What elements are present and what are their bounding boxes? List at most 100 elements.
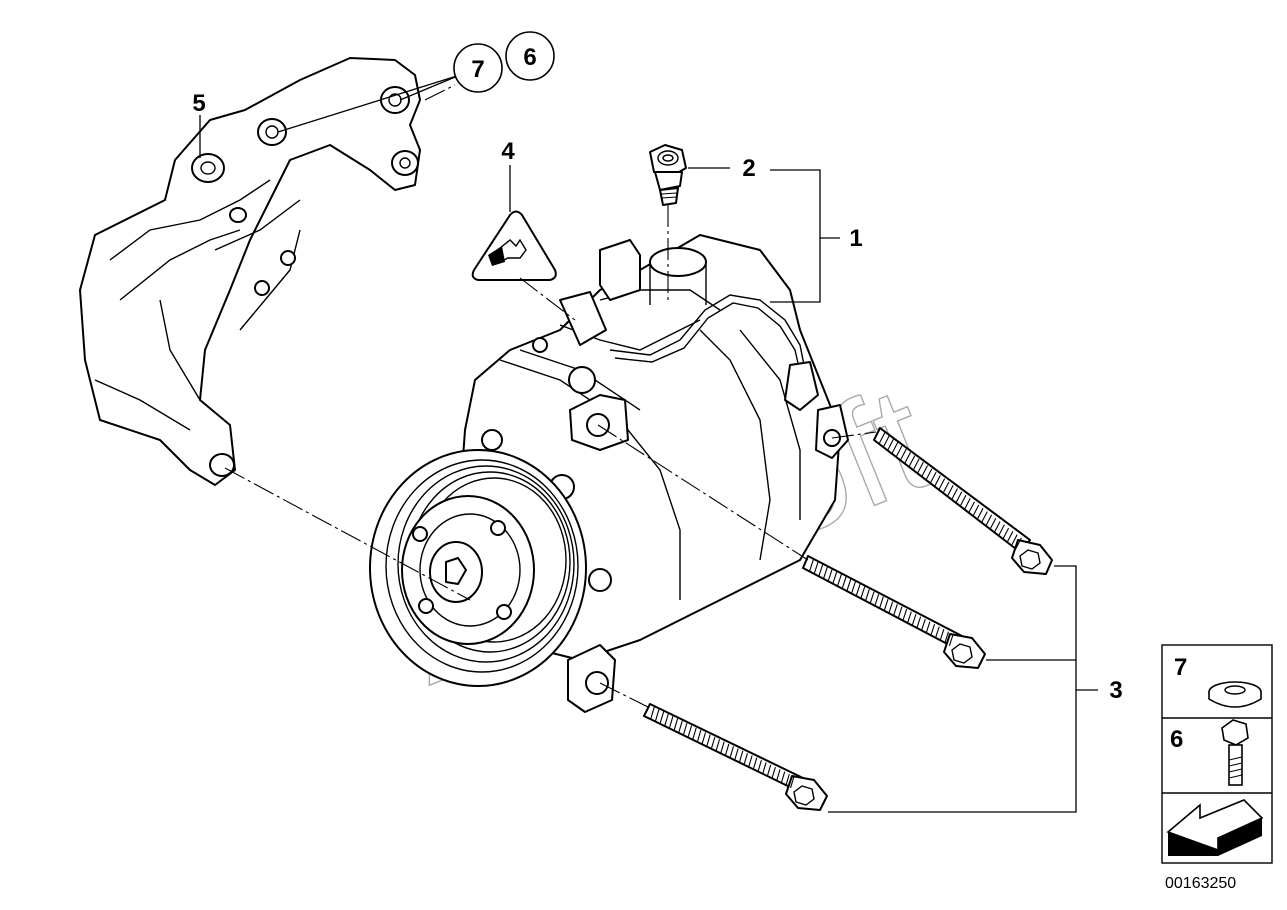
bolt-thread [947, 484, 954, 497]
bolt-thread [944, 631, 950, 644]
bolt-thread [650, 706, 655, 719]
bolt-thread [860, 586, 866, 599]
callout-2[interactable]: 2 [742, 155, 755, 182]
bolt-thread [673, 718, 679, 731]
assembly-lines [224, 84, 877, 709]
bolt-thread [993, 521, 1001, 533]
callout-4[interactable]: 4 [501, 138, 515, 165]
bolt-thread [878, 432, 886, 444]
bolt-thread [930, 624, 936, 636]
bolt-thread [942, 481, 950, 494]
callout-5[interactable]: 5 [192, 90, 205, 117]
bolt-thread [654, 709, 660, 722]
callout-1[interactable]: 1 [849, 225, 862, 252]
bolt-thread [887, 438, 894, 451]
bolt-thread [855, 584, 861, 596]
bolt-thread [1015, 537, 1022, 550]
bolt-thread [1002, 527, 1010, 540]
bolt-thread [659, 711, 665, 724]
bolt-thread [790, 776, 795, 789]
bolt-thread [904, 452, 912, 464]
bolt-thread [743, 753, 748, 766]
bolt-thread [818, 564, 824, 576]
bolt-thread [809, 559, 815, 571]
bolt-thread [766, 764, 772, 777]
bolt-thread [851, 581, 856, 594]
bolt-thread [785, 773, 790, 786]
bolt-thread [916, 616, 922, 629]
bolt-thread [920, 619, 926, 631]
bolt-thread [710, 736, 716, 749]
bolt-thread [729, 746, 735, 759]
bolt-thread [734, 748, 739, 761]
bolt-thread [757, 759, 762, 772]
washer-icon [1208, 681, 1262, 708]
bolt-thread [687, 725, 693, 738]
bolt-thread [883, 435, 890, 447]
bolt-thread [925, 621, 931, 634]
bolt-thread [902, 609, 908, 621]
bolt-thread [892, 604, 898, 616]
bolt-thread [976, 508, 984, 520]
bolt-thread [934, 626, 940, 639]
leader-lines [199, 74, 1098, 813]
bolt-thread [900, 448, 907, 461]
bolt-thread [813, 561, 819, 574]
bolt-thread [1011, 534, 1018, 546]
bolt-thread [706, 734, 711, 747]
callout-3[interactable]: 3 [1109, 677, 1122, 704]
bolt-thread [895, 445, 903, 457]
bolt-thread [874, 594, 880, 606]
bolt-thread [934, 475, 941, 487]
bolt-thread [664, 713, 669, 726]
pressure-valve[interactable] [649, 144, 687, 206]
bolt-thread [939, 629, 945, 641]
arrow-icon[interactable] [1166, 799, 1264, 856]
bolt-thread [841, 576, 847, 589]
mounting-bracket[interactable] [79, 57, 421, 486]
bolt-thread [948, 634, 954, 646]
bolt-lower[interactable] [643, 703, 828, 811]
bolt-thread [938, 478, 946, 490]
bolt-thread [846, 579, 852, 591]
bolt-thread [925, 468, 933, 480]
bolt-thread [959, 494, 967, 507]
bolt-thread [989, 517, 997, 530]
warning-label[interactable] [471, 210, 557, 281]
bolt-thread [908, 455, 916, 467]
bolt-thread [883, 599, 889, 611]
bolt-thread [906, 611, 912, 624]
callout-6[interactable]: 6 [505, 31, 555, 81]
bolt-thread [981, 511, 988, 523]
bolt-thread [724, 743, 730, 756]
callout-7[interactable]: 7 [453, 43, 503, 93]
bolt-thread [972, 504, 980, 517]
bolt-thread [912, 458, 920, 470]
bolt-middle[interactable] [802, 555, 986, 669]
bolt-thread [911, 614, 917, 626]
bolt-thread [998, 524, 1005, 536]
hex-bolt-icon [1221, 719, 1249, 786]
bolt-upper[interactable] [873, 427, 1053, 575]
bolt-thread [715, 739, 721, 752]
bolt-thread [897, 606, 903, 619]
legend-row-washer[interactable]: 7 [1174, 654, 1262, 708]
bolt-thread [832, 571, 838, 584]
bolt-thread [985, 514, 993, 526]
bolt-thread [865, 589, 870, 601]
bolt-thread [968, 501, 975, 513]
legend-row-bolt[interactable]: 6 [1170, 719, 1249, 786]
bolt-thread [823, 566, 828, 579]
bolt-thread [720, 741, 725, 754]
bolt-thread [837, 574, 842, 586]
bolt-thread [701, 732, 707, 745]
compressor-pulley[interactable] [369, 449, 587, 687]
svg-text:7: 7 [471, 56, 484, 83]
bolt-thread [891, 442, 899, 454]
svg-text:6: 6 [523, 44, 536, 71]
bolt-thread [929, 471, 937, 484]
bolt-thread [955, 491, 963, 503]
bolt-thread [776, 769, 781, 782]
diagram-number: 00163250 [1165, 875, 1236, 892]
